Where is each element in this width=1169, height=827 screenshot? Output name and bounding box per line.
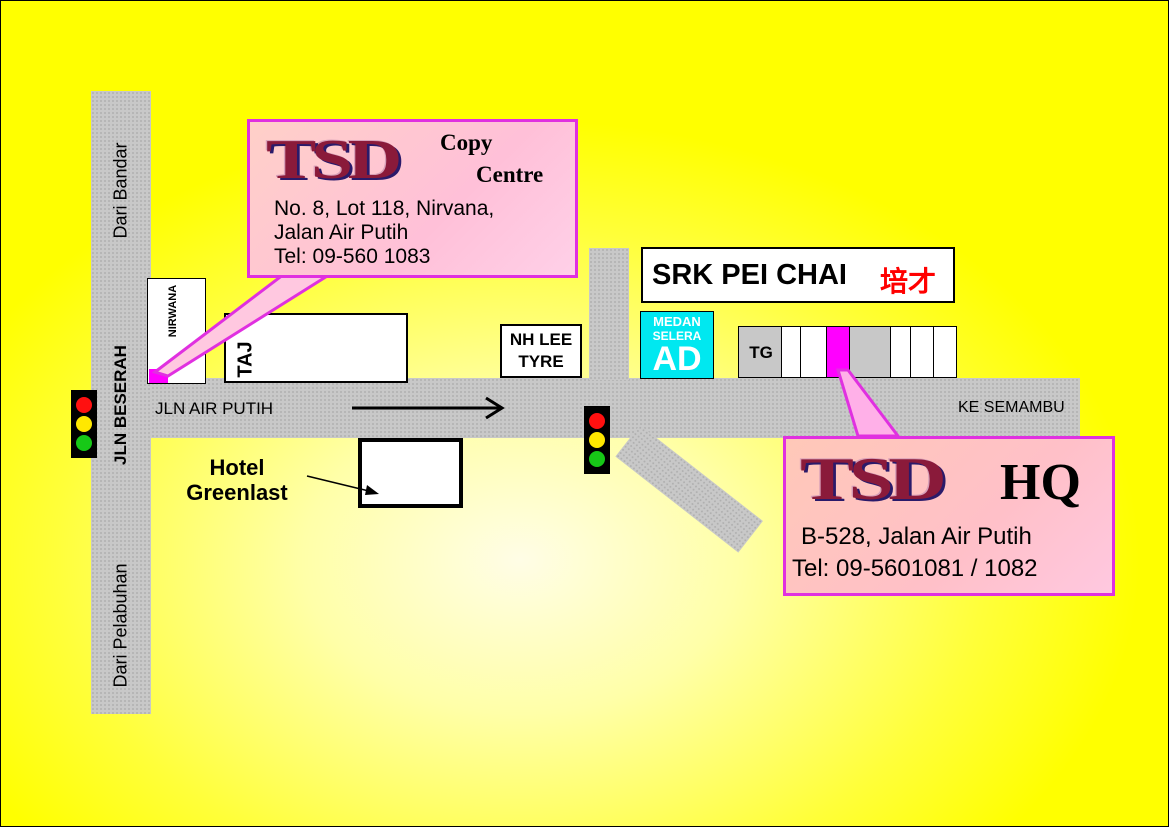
hq-address: B-528, Jalan Air Putih [801, 523, 1032, 550]
road-jln-beserah [91, 91, 151, 714]
hq-tel: Tel: 09-5601081 / 1082 [792, 555, 1038, 582]
shop-tg [739, 327, 782, 377]
hq-callout: TSD HQ B-528, Jalan Air Putih Tel: 09-56… [783, 436, 1115, 596]
shop-unit [933, 327, 934, 377]
srk-pei-chai-chinese-label: 培才 [880, 265, 937, 298]
traffic-light-icon [71, 390, 97, 458]
building-srk-pei-chai [641, 247, 955, 303]
copy-centre-address-line1: No. 8, Lot 118, Nirvana, [274, 197, 495, 220]
shop-unit [800, 327, 801, 377]
traffic-light-icon [584, 406, 610, 474]
ke-semambu-label: KE SEMAMBU [958, 399, 1065, 416]
copy-centre-title-line1: Copy [440, 130, 493, 155]
greenlast-label: Greenlast [186, 480, 288, 505]
nh-lee-label: NH LEE [509, 330, 573, 349]
selera-label: SELERA [652, 329, 702, 343]
copy-centre-title-line2: Centre [476, 162, 544, 187]
road-north-branch [589, 248, 629, 380]
copy-centre-tel: Tel: 09-560 1083 [274, 245, 431, 268]
hq-title: HQ [1000, 454, 1081, 511]
building-hotel-greenlast [358, 438, 463, 508]
tyre-label: TYRE [518, 352, 564, 371]
srk-pei-chai-label: SRK PEI CHAI [652, 259, 847, 291]
shop-unit [850, 327, 891, 377]
medan-label: MEDAN [653, 314, 701, 329]
hotel-label: Hotel [209, 455, 265, 480]
building-taj [224, 313, 408, 383]
copy-centre-tsd-logo: TSD [266, 129, 402, 191]
building-medan-selera-ad [640, 311, 714, 379]
copy-centre-address-line2: Jalan Air Putih [274, 221, 409, 244]
road-jln-air-putih [151, 378, 1080, 438]
ad-label: AD [652, 340, 702, 378]
direction-arrow-icon [352, 396, 505, 420]
building-nh-lee-tyre [500, 324, 582, 378]
tg-label: TG [749, 343, 773, 362]
copy-centre-callout: TSD Copy Centre No. 8, Lot 118, Nirvana,… [247, 119, 578, 278]
hotel-pointer-arrow-icon [306, 475, 379, 495]
shop-unit [910, 327, 911, 377]
jln-air-putih-label: JLN AIR PUTIH [155, 399, 274, 418]
hq-tsd-logo: TSD [800, 446, 947, 512]
